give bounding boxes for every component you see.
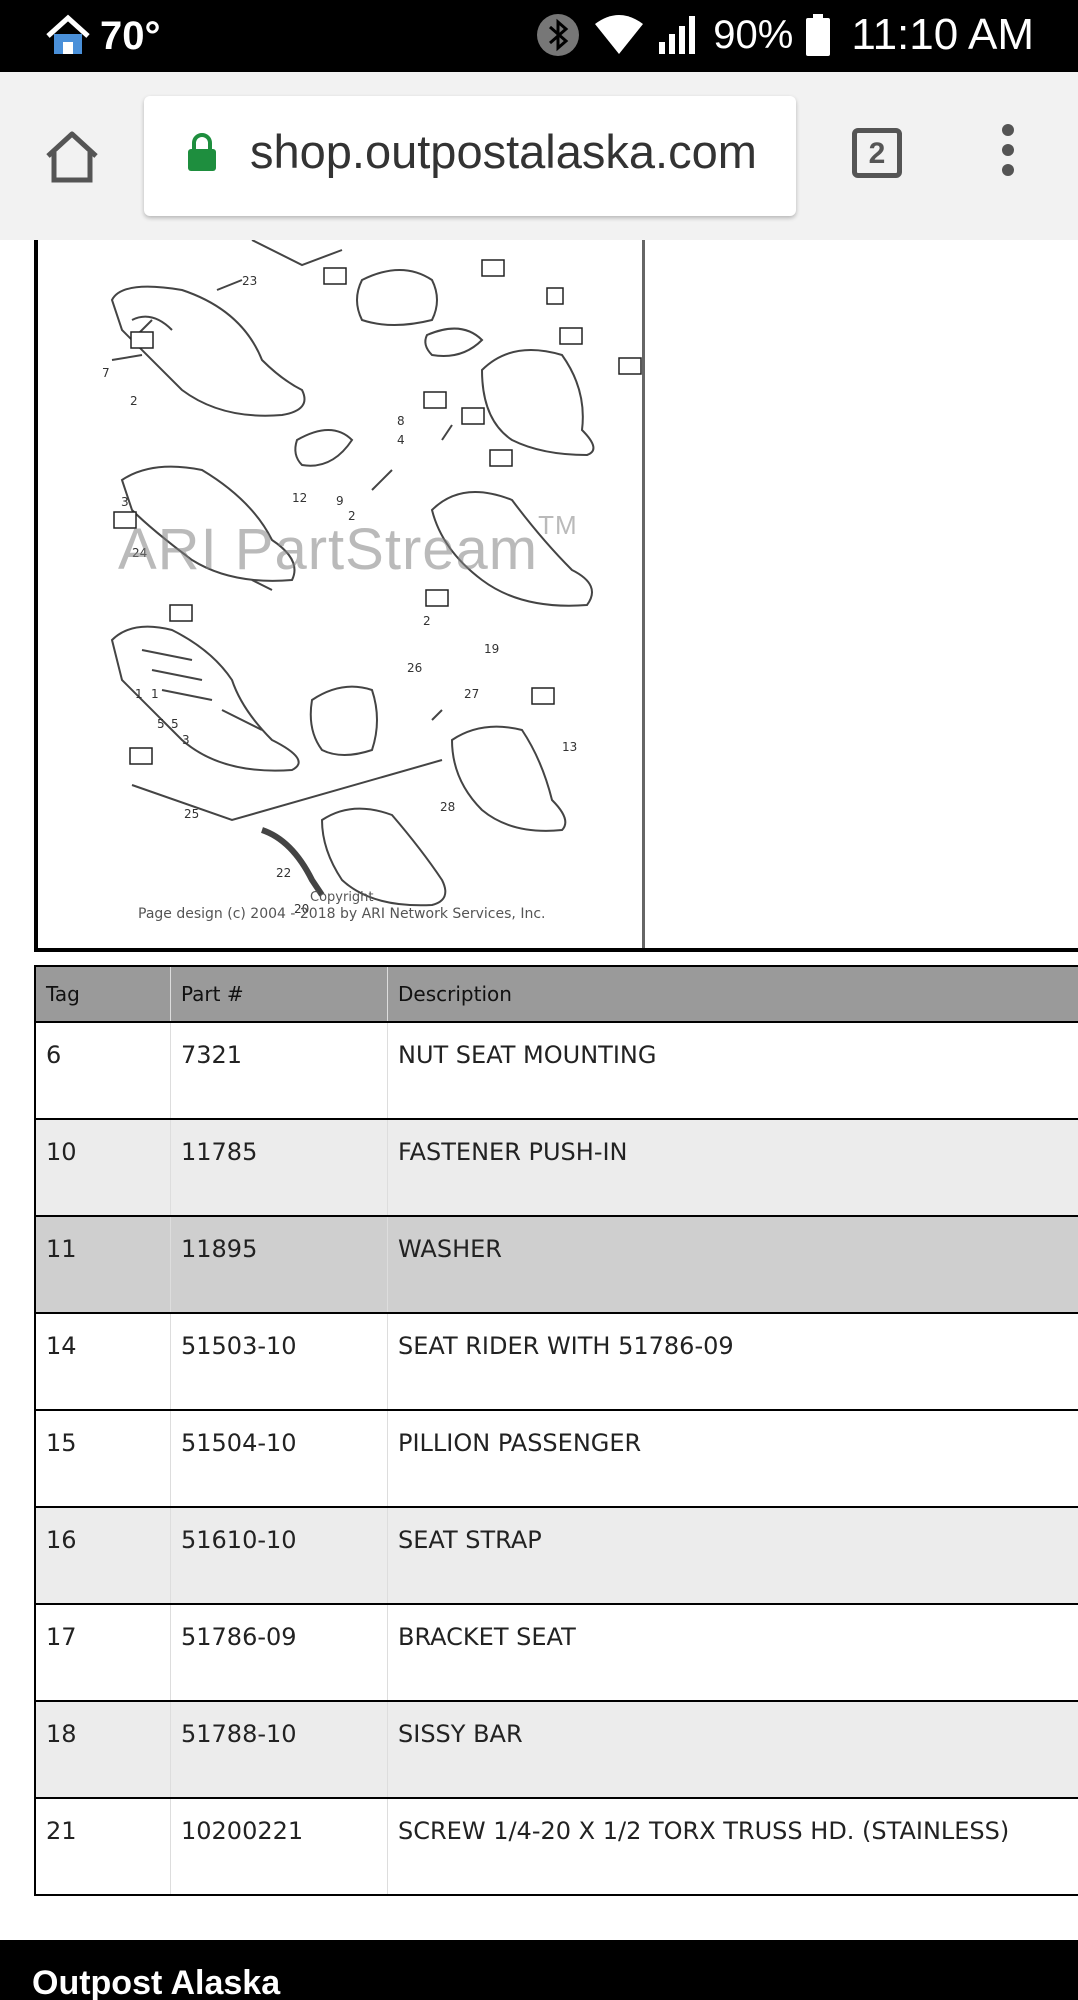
svg-text:8: 8 — [397, 414, 405, 428]
table-row-highlighted[interactable]: 11 11895 WASHER — [34, 1216, 1078, 1314]
temperature: 70° — [100, 13, 161, 58]
cell-description: SEAT STRAP — [387, 1507, 1078, 1605]
url-text[interactable]: shop.outpostalaska.com — [250, 125, 757, 178]
svg-text:3: 3 — [182, 733, 190, 747]
watermark: ARI PartStreamTM — [118, 510, 578, 582]
overflow-menu-icon[interactable] — [996, 124, 1020, 184]
svg-text:27: 27 — [464, 687, 479, 701]
table-row[interactable]: 21 10200221 SCREW 1/4-20 X 1/2 TORX TRUS… — [34, 1798, 1078, 1896]
table-row[interactable]: 18 51788-10 SISSY BAR — [34, 1701, 1078, 1799]
cell-part-number: 51503-10 — [170, 1313, 388, 1411]
cell-description: SISSY BAR — [387, 1701, 1078, 1799]
svg-text:7: 7 — [102, 366, 110, 380]
cell-tag: 21 — [34, 1798, 171, 1896]
footer-title: Outpost Alaska — [32, 1964, 281, 2000]
svg-text:26: 26 — [407, 661, 422, 675]
svg-text:5: 5 — [171, 717, 179, 731]
copyright-label: Copyright — [310, 890, 374, 905]
table-row[interactable]: 14 51503-10 SEAT RIDER WITH 51786-09 — [34, 1313, 1078, 1411]
svg-text:1: 1 — [135, 687, 143, 701]
status-right: 90% 11:10 AM — [535, 10, 1034, 60]
cell-description: NUT SEAT MOUNTING — [387, 1022, 1078, 1120]
svg-text:13: 13 — [562, 740, 577, 754]
lock-icon — [188, 133, 216, 171]
site-footer: Outpost Alaska — [0, 1940, 1078, 2000]
cell-tag: 14 — [34, 1313, 171, 1411]
cell-tag: 18 — [34, 1701, 171, 1799]
svg-text:12: 12 — [292, 491, 307, 505]
table-row[interactable]: 16 51610-10 SEAT STRAP — [34, 1507, 1078, 1605]
cell-description: SCREW 1/4-20 X 1/2 TORX TRUSS HD. (STAIN… — [387, 1798, 1078, 1896]
svg-text:28: 28 — [440, 800, 455, 814]
cell-part-number: 7321 — [170, 1022, 388, 1120]
table-header-row: Tag Part # Description — [34, 965, 1078, 1023]
svg-text:9: 9 — [336, 494, 344, 508]
home-button-icon[interactable] — [42, 126, 102, 186]
svg-text:23: 23 — [242, 274, 257, 288]
home-weather-icon — [46, 14, 90, 54]
cell-description: WASHER — [387, 1216, 1078, 1314]
cell-tag: 15 — [34, 1410, 171, 1508]
column-header-part[interactable]: Part # — [170, 965, 388, 1023]
cell-description: SEAT RIDER WITH 51786-09 — [387, 1313, 1078, 1411]
status-bar: 70° 90% 11:10 AM — [0, 0, 1078, 72]
cell-description: FASTENER PUSH-IN — [387, 1119, 1078, 1217]
cell-part-number: 51788-10 — [170, 1701, 388, 1799]
cell-part-number: 51610-10 — [170, 1507, 388, 1605]
svg-text:19: 19 — [484, 642, 499, 656]
cell-tag: 11 — [34, 1216, 171, 1314]
parts-table: Tag Part # Description 6 7321 NUT SEAT M… — [34, 965, 1078, 1896]
svg-text:4: 4 — [397, 433, 405, 447]
table-row[interactable]: 17 51786-09 BRACKET SEAT — [34, 1604, 1078, 1702]
svg-text:22: 22 — [276, 866, 291, 880]
column-header-description[interactable]: Description — [387, 965, 1078, 1023]
svg-text:5: 5 — [157, 717, 165, 731]
status-left: 70° — [44, 12, 161, 60]
column-header-tag[interactable]: Tag — [34, 965, 171, 1023]
svg-text:24: 24 — [132, 546, 147, 560]
bluetooth-icon — [537, 14, 580, 56]
svg-text:2: 2 — [130, 394, 138, 408]
svg-text:20: 20 — [294, 902, 309, 916]
svg-text:25: 25 — [184, 807, 199, 821]
table-row[interactable]: 10 11785 FASTENER PUSH-IN — [34, 1119, 1078, 1217]
cell-part-number: 11785 — [170, 1119, 388, 1217]
cell-part-number: 10200221 — [170, 1798, 388, 1896]
cell-part-number: 51504-10 — [170, 1410, 388, 1508]
cell-tag: 16 — [34, 1507, 171, 1605]
diagram-divider — [641, 948, 1078, 952]
svg-text:2: 2 — [348, 509, 356, 523]
address-bar[interactable]: shop.outpostalaska.com — [144, 96, 796, 216]
svg-text:3: 3 — [121, 495, 129, 509]
clock: 11:10 AM — [851, 10, 1034, 59]
cell-description: PILLION PASSENGER — [387, 1410, 1078, 1508]
battery-percent: 90% — [713, 12, 794, 57]
table-row[interactable]: 6 7321 NUT SEAT MOUNTING — [34, 1022, 1078, 1120]
battery-icon — [806, 14, 831, 56]
cell-part-number: 11895 — [170, 1216, 388, 1314]
cell-tag: 10 — [34, 1119, 171, 1217]
svg-text:1: 1 — [151, 687, 159, 701]
cell-tag: 17 — [34, 1604, 171, 1702]
copyright-notice: Page design (c) 2004 - 2018 by ARI Netwo… — [138, 906, 546, 922]
cell-tag: 6 — [34, 1022, 171, 1120]
cell-description: BRACKET SEAT — [387, 1604, 1078, 1702]
wifi-icon — [595, 15, 644, 54]
tab-switcher-button[interactable]: 2 — [852, 128, 902, 178]
cell-part-number: 51786-09 — [170, 1604, 388, 1702]
browser-toolbar: shop.outpostalaska.com 2 — [0, 72, 1078, 241]
table-row[interactable]: 15 51504-10 PILLION PASSENGER — [34, 1410, 1078, 1508]
signal-icon — [659, 16, 696, 54]
svg-text:2: 2 — [423, 614, 431, 628]
